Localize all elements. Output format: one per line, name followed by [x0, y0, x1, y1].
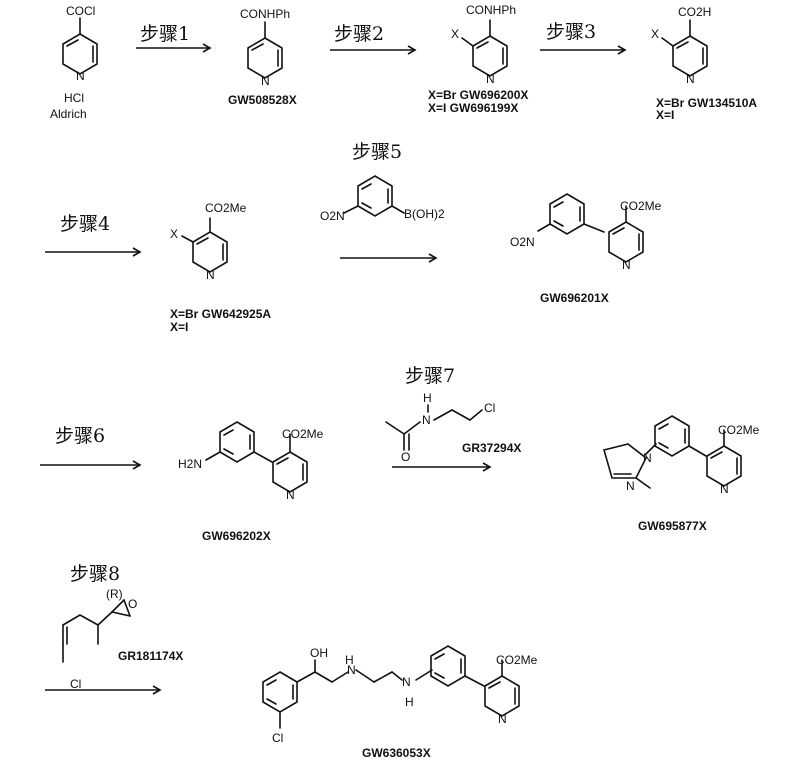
amine-h-label: H	[345, 653, 354, 667]
pyridine-n-label: N	[622, 258, 631, 272]
compound-gw696201x: CO2Me O2N N GW696201X	[510, 193, 662, 305]
amine-n1-label: N	[347, 663, 356, 677]
x-substituent-label: X	[651, 27, 659, 41]
co2me-label: CO2Me	[496, 653, 538, 667]
x-i-label: X=I	[170, 320, 188, 334]
gr37294x-label: GR37294X	[462, 441, 521, 455]
cocl-label: COCl	[66, 4, 95, 18]
compound-gw134510a: CO2H X N X=Br GW134510A X=I	[651, 5, 757, 122]
boh2-label: B(OH)2	[404, 207, 445, 221]
step-4-label: 步骤4	[60, 213, 110, 235]
pyridine-n-label: N	[286, 488, 295, 502]
imidazoline-n1-label: N	[643, 451, 652, 465]
co2h-label: CO2H	[678, 5, 711, 19]
compound-gw695877x: CO2Me N N N GW695877X	[603, 415, 760, 533]
step-4-arrow: 步骤4	[45, 213, 142, 257]
reagent-gr37294x: H N O Cl GR37294X	[385, 391, 521, 464]
pyridine-n-label: N	[720, 482, 729, 496]
x-substituent-label: X	[170, 227, 178, 241]
gw696199x-label: X=I GW696199X	[428, 101, 518, 115]
aldrich-label: Aldrich	[50, 107, 87, 121]
co2me-label: CO2Me	[620, 199, 662, 213]
cl-label: Cl	[70, 677, 81, 691]
gr181174x-label: GR181174X	[118, 649, 183, 663]
compound-gw696202x: CO2Me H2N N GW696202X	[178, 421, 324, 543]
step-5-label: 步骤5	[352, 141, 402, 163]
carbonyl-o-label: O	[401, 450, 410, 464]
step-7-label: 步骤7	[405, 365, 455, 387]
co2me-label: CO2Me	[205, 201, 247, 215]
co2me-label: CO2Me	[282, 427, 324, 441]
amine-n2-label: N	[402, 675, 411, 689]
o2n-label: O2N	[320, 209, 345, 223]
step-3-label: 步骤3	[546, 21, 596, 43]
step-7-label-group: 步骤7	[405, 365, 455, 387]
compound-gw696200x: CONHPh X N X=Br GW696200X X=I GW696199X	[428, 3, 528, 115]
o2n-label: O2N	[510, 235, 535, 249]
epoxide-o-label: O	[128, 597, 137, 611]
cl-label: Cl	[484, 401, 495, 415]
reagent-3-nitrophenylboronic-acid: O2N B(OH)2	[320, 175, 445, 223]
pyridine-n-label: N	[206, 268, 215, 282]
conhph-label: CONHPh	[466, 3, 516, 17]
step-8-label: 步骤8	[70, 563, 120, 585]
gw508528x-label: GW508528X	[228, 93, 297, 107]
gw696202x-label: GW696202X	[202, 529, 271, 543]
hcl-label: HCl	[64, 91, 84, 105]
amine-h-label-2: H	[405, 695, 414, 709]
gw636053x-label: GW636053X	[362, 746, 431, 760]
step-6-arrow: 步骤6	[40, 425, 142, 470]
co2me-label: CO2Me	[718, 423, 760, 437]
step-7-arrow	[392, 462, 492, 472]
step-8-arrow	[45, 685, 162, 695]
gw134510a-label: X=Br GW134510A	[656, 96, 757, 110]
gw695877x-label: GW695877X	[638, 519, 707, 533]
step-2-label: 步骤2	[334, 23, 384, 45]
compound-gw636053x: OH H N N H CO2Me N Cl GW636053X	[262, 645, 538, 760]
step-5-label-group: 步骤5	[352, 141, 402, 163]
step-2-arrow: 步骤2	[330, 23, 417, 55]
step-3-arrow: 步骤3	[540, 21, 627, 55]
step-1-arrow: 步骤1	[136, 23, 212, 53]
pyridine-n-label: N	[686, 72, 695, 86]
step-5-arrow	[340, 253, 438, 263]
pyridine-n-label: N	[261, 74, 270, 88]
pyridine-n-label: N	[498, 712, 507, 726]
gw696200x-label: X=Br GW696200X	[428, 88, 528, 102]
step-1-label: 步骤1	[140, 23, 190, 45]
gw642925a-label: X=Br GW642925A	[170, 307, 271, 321]
compound-gw508528x: CONHPh N GW508528X	[228, 7, 297, 107]
x-substituent-label: X	[451, 27, 459, 41]
imidazoline-n3-label: N	[626, 479, 635, 493]
pyridine-n-label: N	[486, 72, 495, 86]
reagent-gr181174x: 步骤8 (R) O Cl GR181174X	[62, 563, 183, 691]
pyridine-n-label: N	[76, 69, 85, 83]
h2n-label: H2N	[178, 457, 202, 471]
amide-h-label: H	[423, 391, 432, 405]
x-i-label: X=I	[656, 108, 674, 122]
cl-label: Cl	[272, 731, 283, 745]
compound-isonicotinoyl-chloride: COCl N HCl Aldrich	[50, 4, 98, 121]
amide-n-label: N	[422, 413, 431, 427]
gw696201x-label: GW696201X	[540, 291, 609, 305]
oh-label: OH	[310, 646, 328, 660]
compound-gw642925a: CO2Me X N X=Br GW642925A X=I	[170, 201, 271, 334]
conhph-label: CONHPh	[240, 7, 290, 21]
step-6-label: 步骤6	[55, 425, 105, 447]
r-stereo-label: (R)	[106, 587, 123, 601]
